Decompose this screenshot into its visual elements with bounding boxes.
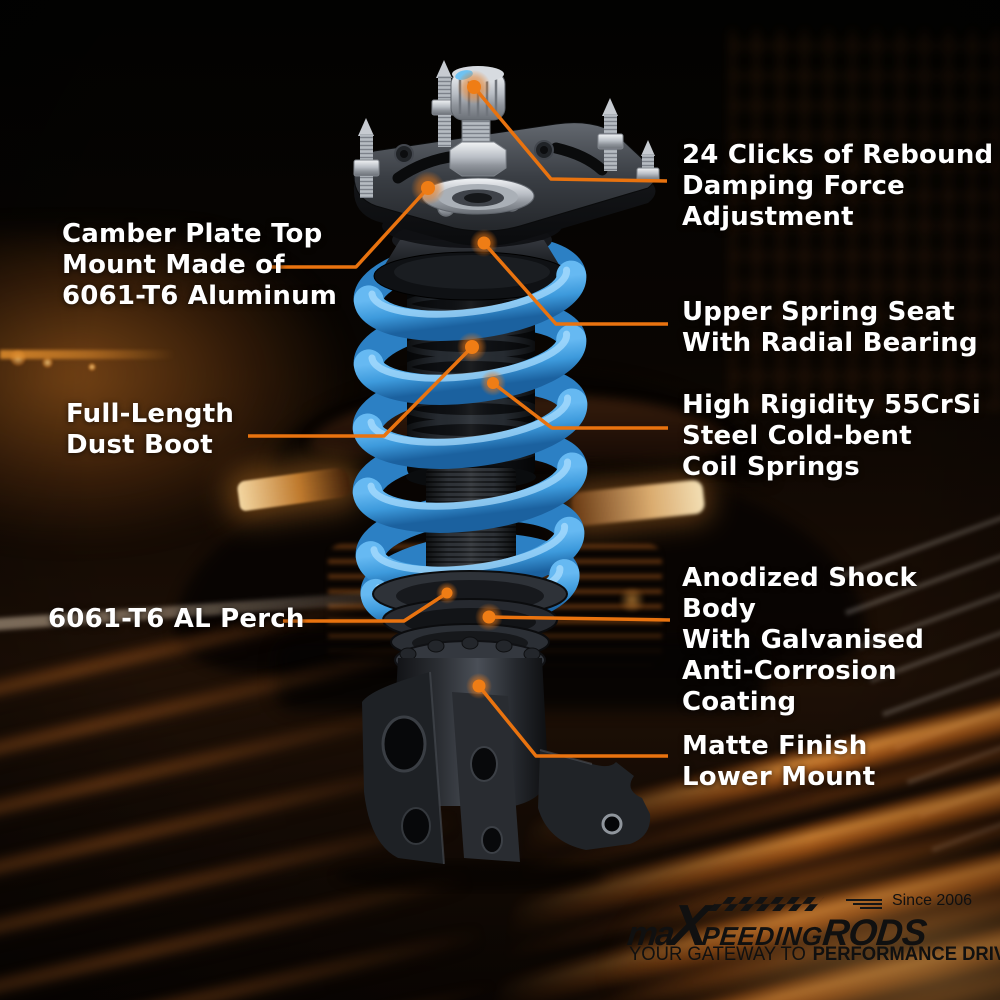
ground-shadow [335, 861, 605, 891]
radial-bearing [421, 177, 535, 215]
speed-lines-icon [846, 899, 882, 912]
callout-label-dust-boot: Full-Length Dust Boot [66, 399, 235, 460]
since-year: Since 2006 [891, 892, 972, 909]
callout-lines [248, 85, 671, 758]
light-bokeh [88, 363, 96, 371]
callout-label-al-perch: 6061-T6 AL Perch [48, 604, 305, 634]
city-buildings-backdrop [730, 30, 1000, 410]
street-light-streak [0, 350, 175, 359]
callout-label-rebound-damping: 24 Clicks of Rebound Damping Force Adjus… [682, 140, 994, 232]
car-fog-lamp [618, 588, 646, 612]
callout-label-lower-mount: Matte Finish Lower Mount [682, 731, 876, 792]
lower-mount-bracket [362, 636, 651, 865]
callout-label-shock-body: Anodized Shock Body With Galvanised Anti… [682, 563, 925, 717]
callout-dots [411, 70, 506, 699]
callout-label-camber-plate: Camber Plate Top Mount Made of 6061-T6 A… [62, 219, 338, 311]
maxpeedingrods-logo: Since 2006 ma X PEEDING RODS YOUR GATEWA… [625, 892, 1000, 974]
mounting-studs [353, 60, 660, 198]
callout-label-upper-spring-seat: Upper Spring Seat With Radial Bearing [682, 297, 978, 358]
orange-corner-glow [600, 825, 1000, 1000]
brand-tagline: YOUR GATEWAY TO PERFORMANCE DRIVING [629, 944, 1000, 966]
light-bokeh [42, 357, 53, 368]
coil-spring [352, 260, 588, 635]
tagline-bold: PERFORMANCE DRIVING [812, 944, 1000, 965]
callout-label-coil-springs: High Rigidity 55CrSi Steel Cold-bent Coi… [682, 390, 981, 482]
tagline-light: YOUR GATEWAY TO [629, 944, 806, 965]
